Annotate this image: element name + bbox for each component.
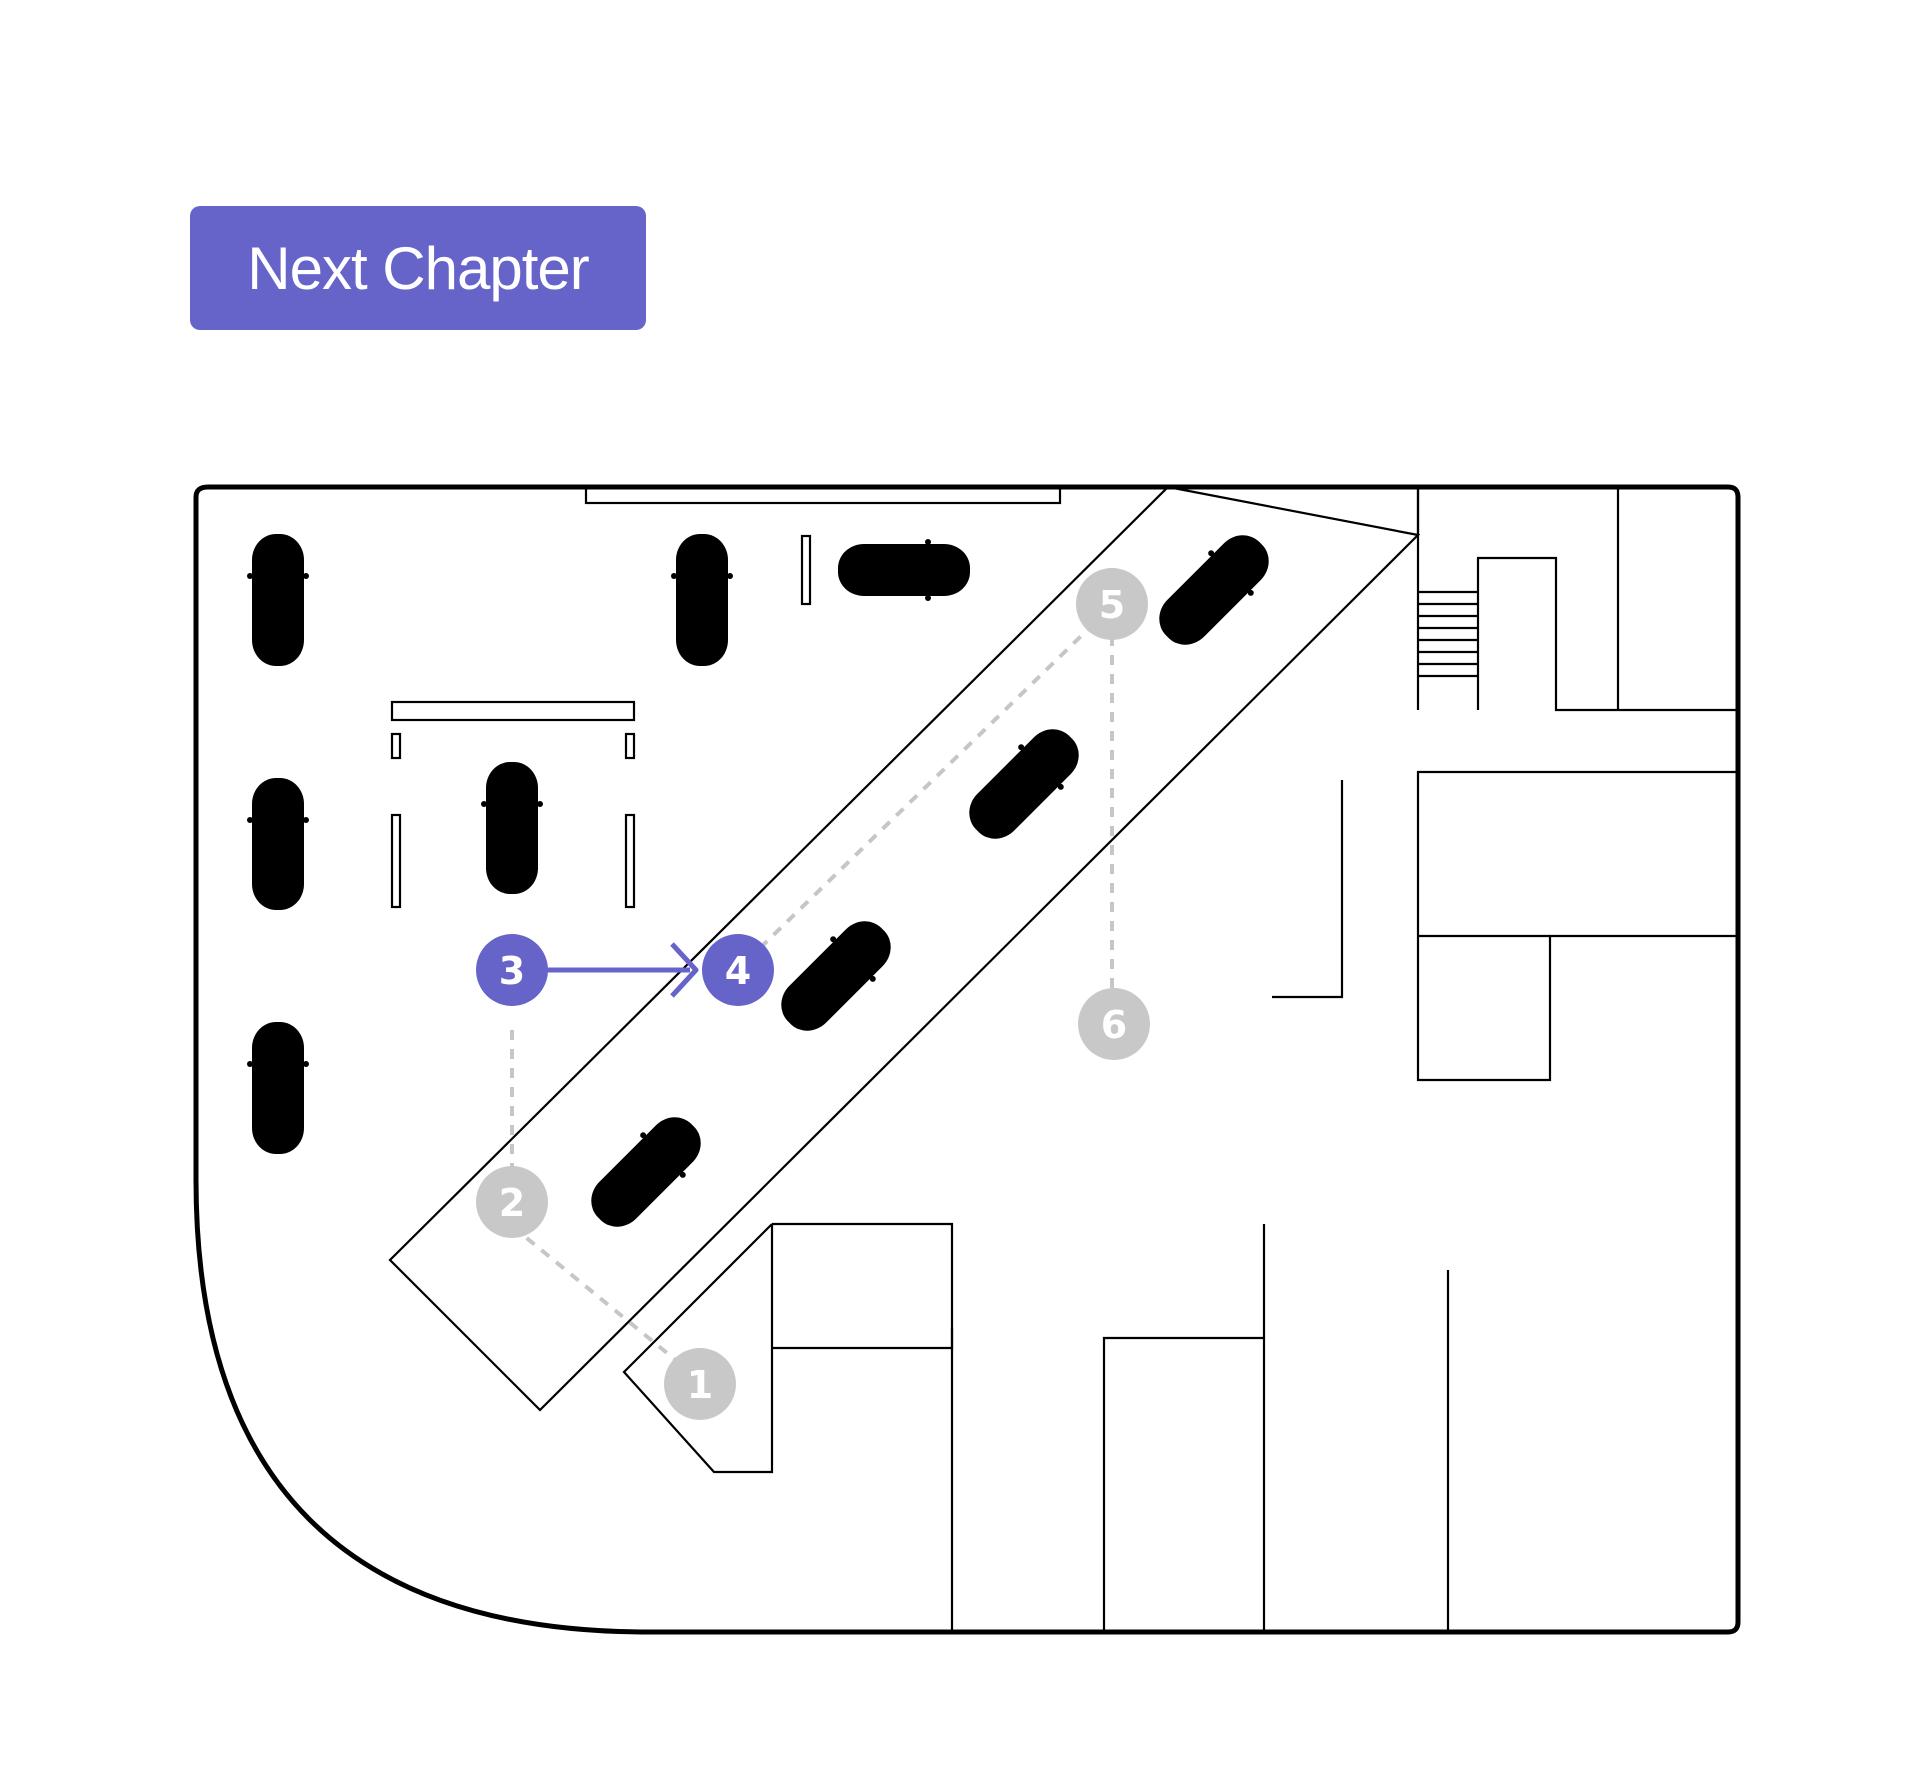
room-lower-left	[772, 1222, 954, 1350]
step-marker-5[interactable]: 5	[1076, 568, 1148, 640]
route-arrow	[546, 942, 699, 998]
step-marker-circle	[476, 934, 548, 1006]
car-1	[247, 534, 309, 666]
car-10	[1145, 521, 1283, 659]
car-8	[577, 1103, 715, 1241]
car-2	[247, 778, 309, 910]
step-marker-circle	[702, 934, 774, 1006]
step-marker-circle	[476, 1166, 548, 1238]
step-marker-label: 1	[687, 1363, 713, 1407]
showroom-bay	[390, 534, 812, 909]
step-marker-1[interactable]: 1	[664, 1348, 736, 1420]
room-right-upper	[1416, 770, 1738, 1082]
step-marker-4[interactable]: 4	[702, 934, 774, 1006]
step-marker-label: 6	[1101, 1003, 1127, 1047]
lower-island	[622, 1223, 774, 1474]
next-chapter-button[interactable]: Next Chapter	[190, 206, 646, 330]
step-marker-label: 5	[1099, 583, 1125, 627]
building-outline	[193, 484, 1741, 1635]
step-marker-circle	[664, 1348, 736, 1420]
step-marker-3[interactable]: 3	[476, 934, 548, 1006]
car-6	[481, 762, 543, 894]
ramp	[388, 485, 1421, 1412]
car-7	[955, 715, 1093, 853]
stair-room	[1476, 556, 1738, 712]
step-marker-label: 2	[499, 1181, 525, 1225]
step-marker-label: 3	[499, 949, 525, 993]
car-9	[767, 907, 905, 1045]
step-marker-2[interactable]: 2	[476, 1166, 548, 1238]
step-marker-label: 4	[725, 949, 751, 993]
car-3	[247, 1022, 309, 1154]
stairs	[1418, 590, 1478, 678]
step-marker-circle	[1076, 568, 1148, 640]
step-marker-6[interactable]: 6	[1078, 988, 1150, 1060]
step-marker-circle	[1078, 988, 1150, 1060]
route-paths	[510, 604, 1114, 1382]
top-counter	[584, 485, 1062, 505]
room-lower-mid	[1102, 1336, 1266, 1632]
car-5	[838, 539, 970, 601]
car-4	[671, 534, 733, 666]
